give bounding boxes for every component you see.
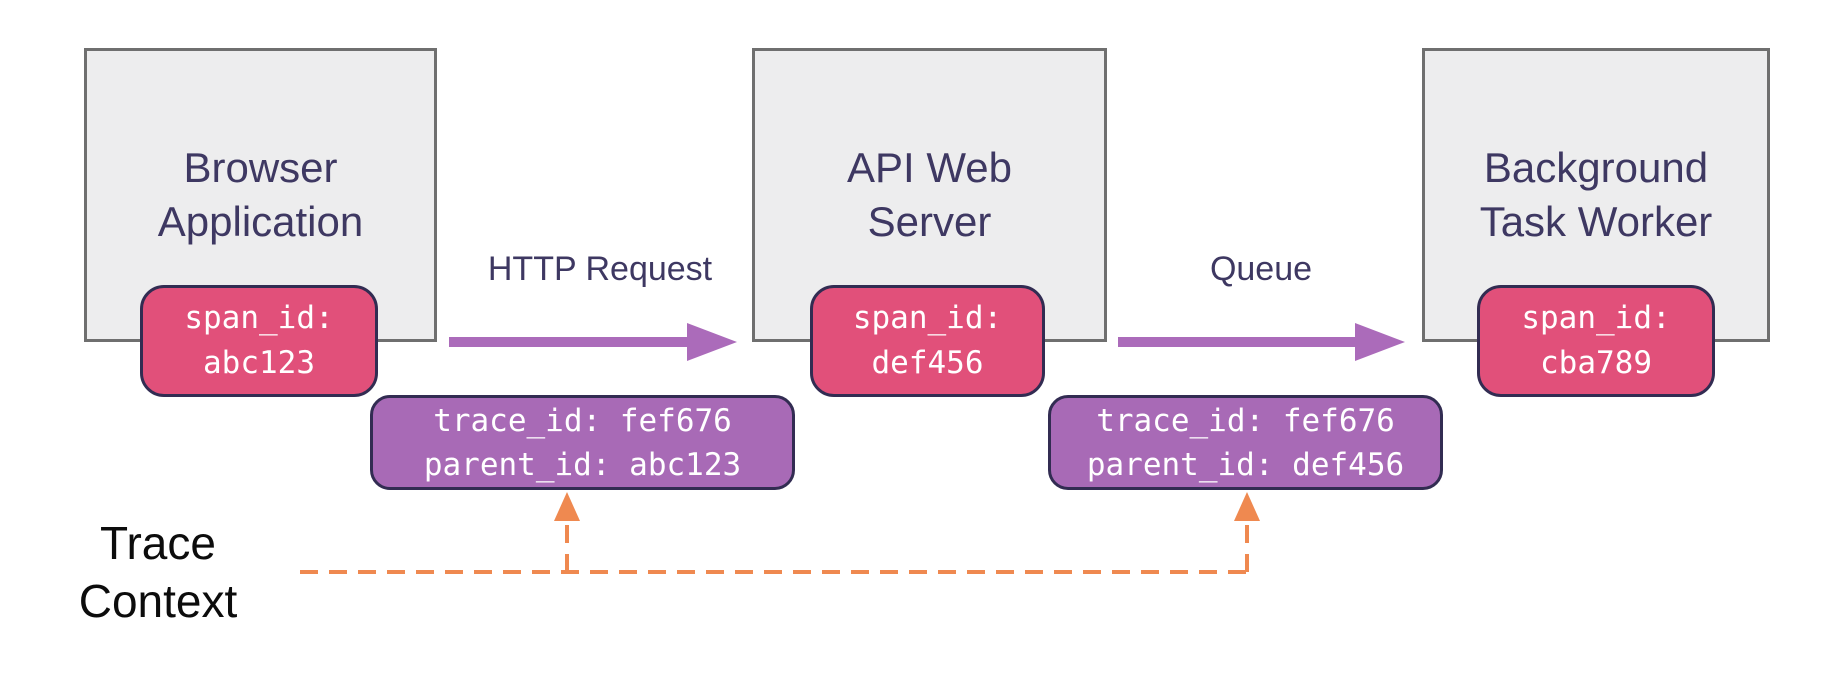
span-id-value: cba789: [1540, 345, 1652, 381]
trace-context-dashed-line: [300, 520, 1249, 574]
span-id-label: span_id:: [184, 300, 334, 336]
span-id-label: span_id:: [1521, 300, 1671, 336]
node-title: Browser Application: [87, 141, 434, 249]
node-title-line: Browser: [183, 144, 338, 191]
span-id-badge: span_id: abc123: [140, 285, 378, 397]
parent-id-line: parent_id: def456: [1086, 446, 1405, 483]
edge-label-http-request: HTTP Request: [487, 250, 713, 288]
trace-context-label: Trace Context: [20, 514, 296, 630]
trace-context-arrowhead-icon: [1234, 492, 1260, 521]
trace-context-line: Trace: [100, 517, 216, 569]
node-title-line: Background: [1483, 144, 1709, 191]
http-request-arrowhead-icon: [687, 323, 737, 361]
queue-arrow: [1118, 337, 1358, 347]
span-id-label: span_id:: [852, 300, 1003, 336]
span-id-badge: span_id: def456: [810, 285, 1045, 397]
trace-id-line: trace_id: fef676: [433, 402, 732, 439]
parent-id-line: parent_id: abc123: [423, 446, 742, 483]
span-id-value: abc123: [203, 345, 315, 381]
node-title-line: Task Worker: [1479, 198, 1713, 245]
node-title: Background Task Worker: [1425, 141, 1767, 249]
node-title-line: Application: [157, 198, 364, 245]
node-title: API Web Server: [755, 141, 1104, 249]
span-id-badge: span_id: cba789: [1477, 285, 1715, 397]
queue-arrowhead-icon: [1355, 323, 1405, 361]
http-request-arrow: [449, 337, 689, 347]
trace-context-badge: trace_id: fef676 parent_id: def456: [1048, 395, 1443, 490]
trace-id-line: trace_id: fef676: [1096, 402, 1395, 439]
node-title-line: Server: [867, 198, 992, 245]
trace-context-arrowhead-icon: [554, 492, 580, 521]
edge-label-queue: Queue: [1209, 250, 1313, 288]
span-id-value: def456: [871, 345, 984, 381]
trace-context-line: Context: [78, 575, 238, 627]
node-title-line: API Web: [847, 144, 1012, 191]
trace-context-badge: trace_id: fef676 parent_id: abc123: [370, 395, 795, 490]
